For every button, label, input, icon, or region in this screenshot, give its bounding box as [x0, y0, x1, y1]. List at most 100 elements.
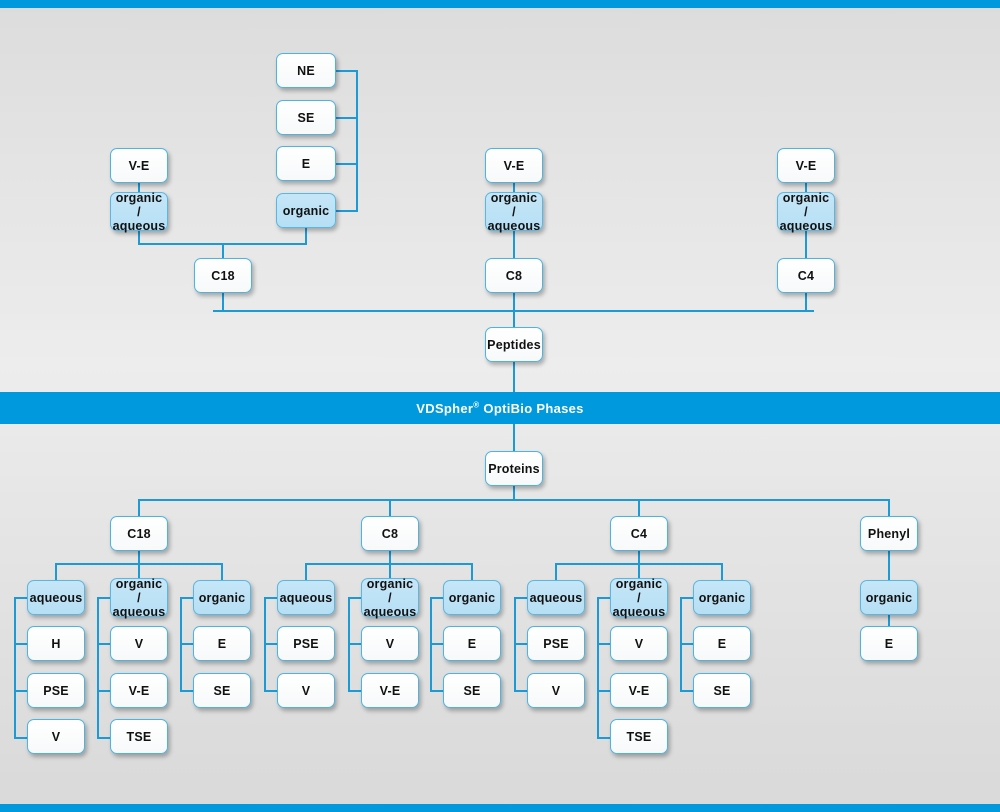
node-c4-oa-ve[interactable]: V-E [610, 673, 668, 708]
node-organic-aqueous-c4[interactable]: organic /aqueous [777, 191, 835, 233]
node-c18-or-se[interactable]: SE [193, 673, 251, 708]
node-c4-organic[interactable]: organic [693, 580, 751, 615]
node-c8-aq-v[interactable]: V [277, 673, 335, 708]
node-c8-oa-v[interactable]: V [361, 626, 419, 661]
node-c4-aq-v[interactable]: V [527, 673, 585, 708]
connector-c8-aq-stub-0 [264, 597, 279, 599]
connector-oa-left-down [138, 231, 140, 244]
node-phenyl-organic[interactable]: organic [860, 580, 918, 615]
node-peptides-root[interactable]: Peptides [485, 327, 543, 362]
node-c8-organic-aqueous[interactable]: organic /aqueous [361, 577, 419, 619]
node-c18-oa-tse[interactable]: TSE [110, 719, 168, 754]
connector-c4-oa-stub-0 [597, 597, 612, 599]
node-c4-organic-aqueous[interactable]: organic /aqueous [610, 577, 668, 619]
connector-c4-or-stub-2 [680, 690, 695, 692]
node-c4-or-e[interactable]: E [693, 626, 751, 661]
node-c18-peptides[interactable]: C18 [194, 258, 252, 293]
connector-organic-bus [356, 70, 358, 212]
node-ve-c18[interactable]: V-E [110, 148, 168, 183]
node-c8-proteins[interactable]: C8 [361, 516, 419, 551]
connector-c4-to-aqueous [555, 563, 557, 581]
top-accent-bar [0, 0, 1000, 8]
connector-c8-or-stub-2 [430, 690, 445, 692]
connector-proteins-bar [138, 499, 889, 501]
node-phenyl-proteins[interactable]: Phenyl [860, 516, 918, 551]
connector-bar-to-c8 [389, 499, 391, 517]
node-c18-proteins[interactable]: C18 [110, 516, 168, 551]
connector-c8-down [513, 292, 515, 311]
connector-c18-to-organic [221, 563, 223, 581]
connector-ve-to-oa-left [138, 182, 140, 193]
node-c4-oa-tse[interactable]: TSE [610, 719, 668, 754]
connector-c4-or-stub-1 [680, 643, 695, 645]
connector-ve-to-oa-mid [513, 182, 515, 193]
connector-c18-oa-stub-3 [97, 737, 112, 739]
connector-ve-to-oa-right [805, 182, 807, 193]
node-c4-aq-pse[interactable]: PSE [527, 626, 585, 661]
node-c8-or-e[interactable]: E [443, 626, 501, 661]
node-organic-aqueous-c8[interactable]: organic /aqueous [485, 191, 543, 233]
node-c8-peptides[interactable]: C8 [485, 258, 543, 293]
connector-c18-to-aqueous [55, 563, 57, 581]
node-c8-organic[interactable]: organic [443, 580, 501, 615]
node-proteins-root[interactable]: Proteins [485, 451, 543, 486]
node-ve-c4[interactable]: V-E [777, 148, 835, 183]
connector-c4-to-organic [721, 563, 723, 581]
connector-c18-oa-stub-2 [97, 690, 112, 692]
node-c18-oa-v[interactable]: V [110, 626, 168, 661]
node-c8-aqueous[interactable]: aqueous [277, 580, 335, 615]
node-c4-or-se[interactable]: SE [693, 673, 751, 708]
node-c18-organic-aqueous[interactable]: organic /aqueous [110, 577, 168, 619]
node-c4-peptides[interactable]: C4 [777, 258, 835, 293]
connector-c8-oa-stub-2 [348, 690, 363, 692]
connector-c4-or-stub-0 [680, 597, 695, 599]
connector-c4-to-oa [638, 563, 640, 581]
node-c4-proteins[interactable]: C4 [610, 516, 668, 551]
node-organic-top[interactable]: organic [276, 193, 336, 228]
connector-c18-to-oa [138, 563, 140, 581]
connector-c8-oa-stub-1 [348, 643, 363, 645]
connector-bar-to-peptides [513, 310, 515, 327]
node-phenyl-or-e[interactable]: E [860, 626, 918, 661]
node-c8-aq-pse[interactable]: PSE [277, 626, 335, 661]
connector-c4-oa-stub-2 [597, 690, 612, 692]
connector-organic-down [305, 228, 307, 244]
node-ve-c8[interactable]: V-E [485, 148, 543, 183]
connector-c18-aq-stub-0 [14, 597, 29, 599]
connector-e-stub [336, 163, 358, 165]
node-c18-aq-v[interactable]: V [27, 719, 85, 754]
node-ne[interactable]: NE [276, 53, 336, 88]
connector-c18-oa-stub-0 [97, 597, 112, 599]
node-organic-aqueous-c18[interactable]: organic /aqueous [110, 191, 168, 233]
connector-c4-stem [638, 551, 640, 564]
node-c18-aqueous[interactable]: aqueous [27, 580, 85, 615]
node-c8-oa-ve[interactable]: V-E [361, 673, 419, 708]
connector-c8-to-aqueous [305, 563, 307, 581]
node-c18-oa-ve[interactable]: V-E [110, 673, 168, 708]
connector-bar-to-phenyl [888, 499, 890, 517]
connector-c8-or-stub-1 [430, 643, 445, 645]
connector-c18-or-stub-0 [180, 597, 195, 599]
connector-oa-right-to-c4 [805, 231, 807, 259]
node-c4-aqueous[interactable]: aqueous [527, 580, 585, 615]
connector-c18-aq-stub-2 [14, 690, 29, 692]
banner-text: VDSpher® OptiBio Phases [416, 400, 584, 416]
node-c18-organic[interactable]: organic [193, 580, 251, 615]
connector-bar-to-c4 [638, 499, 640, 517]
node-c18-aq-pse[interactable]: PSE [27, 673, 85, 708]
connector-c18-oa-bus [97, 597, 99, 739]
connector-c18-or-stub-1 [180, 643, 195, 645]
node-e[interactable]: E [276, 146, 336, 181]
node-c18-or-e[interactable]: E [193, 626, 251, 661]
connector-c18-or-stub-2 [180, 690, 195, 692]
node-se[interactable]: SE [276, 100, 336, 135]
brand-banner: VDSpher® OptiBio Phases [0, 392, 1000, 424]
bottom-accent-bar [0, 804, 1000, 812]
connector-c18-oa-stub-1 [97, 643, 112, 645]
node-c18-aq-h[interactable]: H [27, 626, 85, 661]
connector-c8-aq-stub-2 [264, 690, 279, 692]
node-c8-or-se[interactable]: SE [443, 673, 501, 708]
connector-c4-aq-stub-2 [514, 690, 529, 692]
node-c4-oa-v[interactable]: V [610, 626, 668, 661]
